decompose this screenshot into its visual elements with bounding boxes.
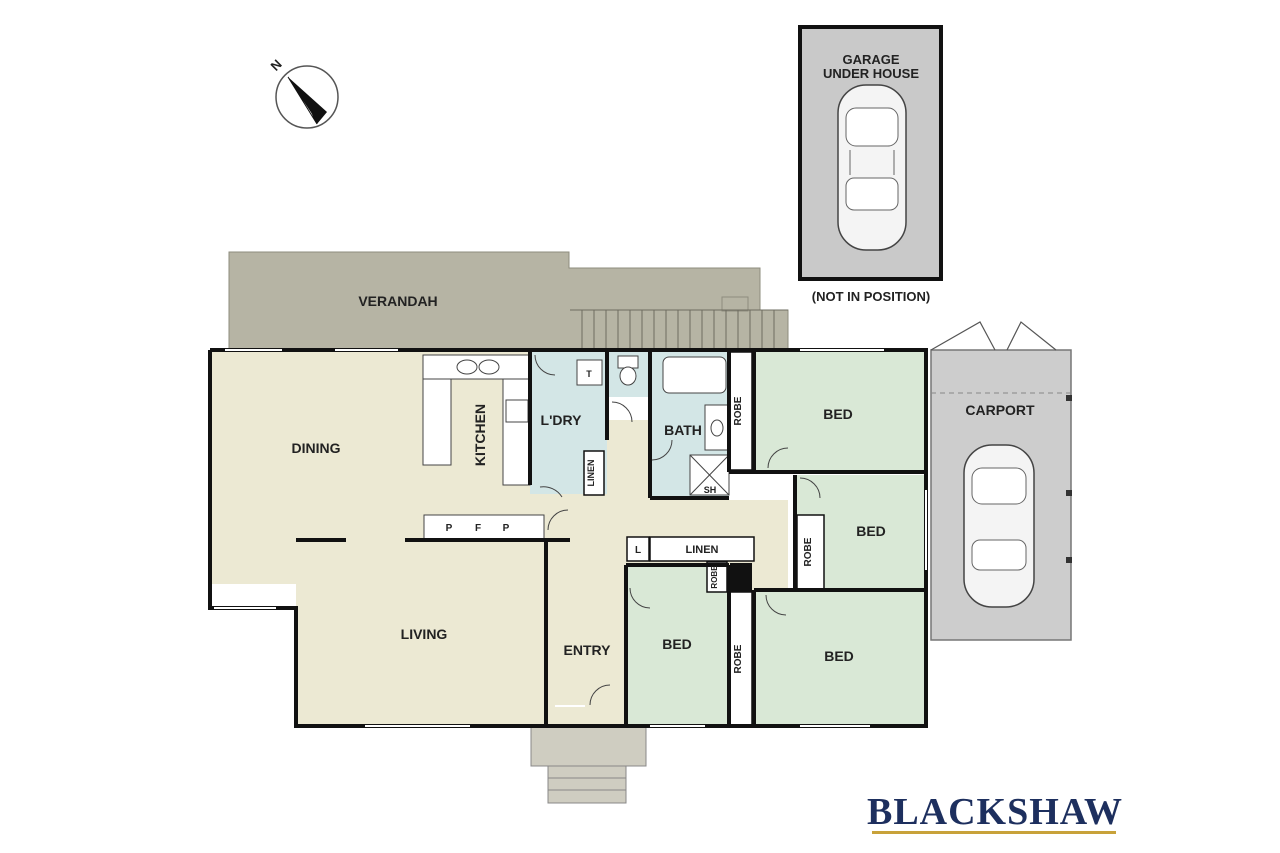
- garage-label-line1: GARAGE: [842, 52, 899, 67]
- pantry-label-p1: P: [446, 523, 453, 534]
- carport-area: CARPORT: [930, 321, 1072, 641]
- duct-block: [730, 563, 752, 592]
- verandah-steps: [570, 309, 788, 350]
- door-swings: [534, 354, 821, 706]
- room-label-bed-2: BED: [856, 523, 886, 539]
- room-label-living: LIVING: [401, 626, 448, 642]
- room-label-bed-3: BED: [662, 636, 692, 652]
- kitchen-fittings: [422, 354, 545, 540]
- room-label-dining: DINING: [292, 440, 341, 456]
- garage-note: (NOT IN POSITION): [812, 289, 930, 304]
- garage-label-line2: UNDER HOUSE: [823, 66, 919, 81]
- room-label-bed-4: BED: [824, 648, 854, 664]
- room-label-kitchen: KITCHEN: [472, 404, 488, 466]
- room-label-entry: ENTRY: [564, 642, 612, 658]
- car-icon: [963, 444, 1035, 608]
- windows: [214, 349, 927, 727]
- cupboard-label-linen-hall: LINEN: [686, 544, 719, 556]
- room-label-laundry: L'DRY: [541, 412, 583, 428]
- robe-label-4: ROBE: [733, 644, 744, 673]
- pantry-label-p2: P: [503, 523, 510, 534]
- verandah-area: VERANDAH: [228, 251, 789, 351]
- room-label-shower: SH: [704, 485, 717, 495]
- fridge-label-f: F: [475, 523, 481, 534]
- robe-label-3: ROBE: [710, 565, 719, 589]
- room-label-bed-1: BED: [823, 406, 853, 422]
- cupboard-label-l: L: [635, 545, 641, 556]
- robe-label-2: ROBE: [803, 537, 814, 566]
- carport-label: CARPORT: [965, 402, 1035, 418]
- car-icon: [837, 84, 907, 251]
- compass-label: N: [268, 57, 285, 74]
- room-label-bath: BATH: [664, 422, 702, 438]
- north-compass-icon: N: [268, 57, 339, 129]
- brand-underline: [872, 831, 1116, 834]
- brand-logo: BLACKSHAW: [866, 791, 1124, 833]
- room-label-toilet: T: [586, 369, 592, 379]
- bedroom-zone-floor: [626, 352, 926, 726]
- garage-under-house: GARAGE UNDER HOUSE: [798, 25, 943, 281]
- bath-fittings: [576, 355, 730, 496]
- verandah-label: VERANDAH: [358, 293, 437, 309]
- robe-label-1: ROBE: [733, 396, 744, 425]
- walls: [208, 348, 928, 728]
- cupboard-label-linen-small: LINEN: [586, 460, 596, 487]
